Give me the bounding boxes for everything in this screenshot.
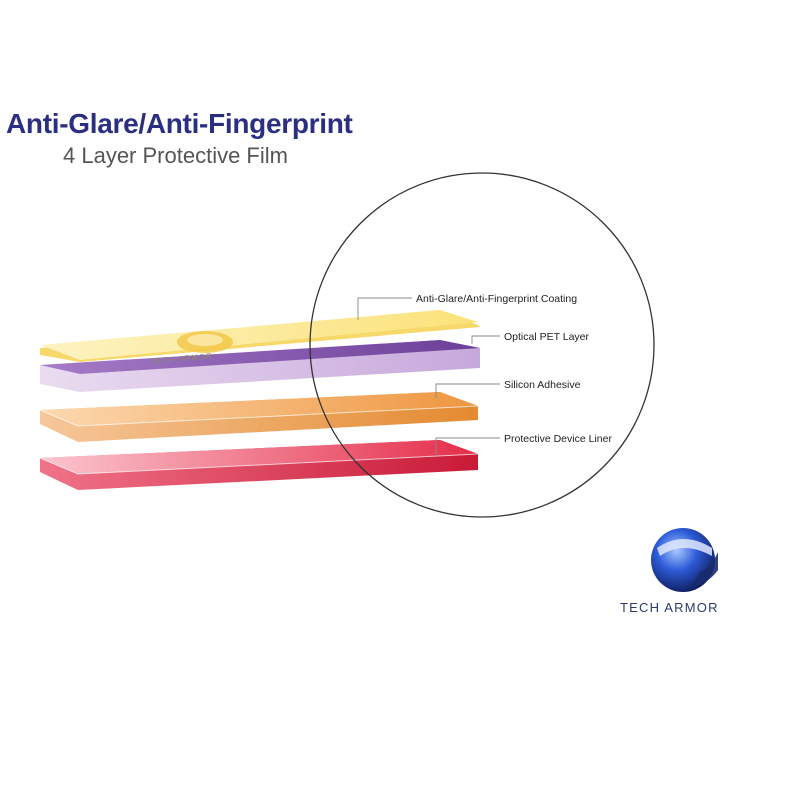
leader-coating [357, 297, 412, 320]
leader-lines [357, 297, 500, 456]
pet-top [40, 340, 480, 374]
brand-globe-icon [651, 528, 715, 592]
layer-optical-pet [40, 340, 480, 392]
label-liner: Protective Device Liner [504, 433, 612, 445]
adhesive-top [40, 392, 478, 426]
layer-anti-glare-coating: TECH ARMOR [40, 310, 480, 366]
liner-top [40, 440, 478, 474]
coating-top [40, 310, 478, 360]
magnifier-circle [309, 172, 655, 518]
leader-liner [435, 437, 500, 456]
diagram-subtitle: 4 Layer Protective Film [63, 143, 288, 168]
leader-pet [471, 335, 500, 344]
label-coating: Anti-Glare/Anti-Fingerprint Coating [416, 293, 577, 305]
label-pet: Optical PET Layer [504, 331, 590, 343]
brand-name: TECH ARMOR [620, 600, 719, 615]
diagram-title: Anti-Glare/Anti-Fingerprint [6, 108, 353, 139]
leader-adhesive [435, 383, 500, 398]
layer-silicon-adhesive [39, 392, 479, 442]
brand-logo: TECH ARMOR [620, 528, 719, 615]
layer-protective-device-liner [39, 440, 479, 490]
label-adhesive: Silicon Adhesive [504, 379, 581, 391]
